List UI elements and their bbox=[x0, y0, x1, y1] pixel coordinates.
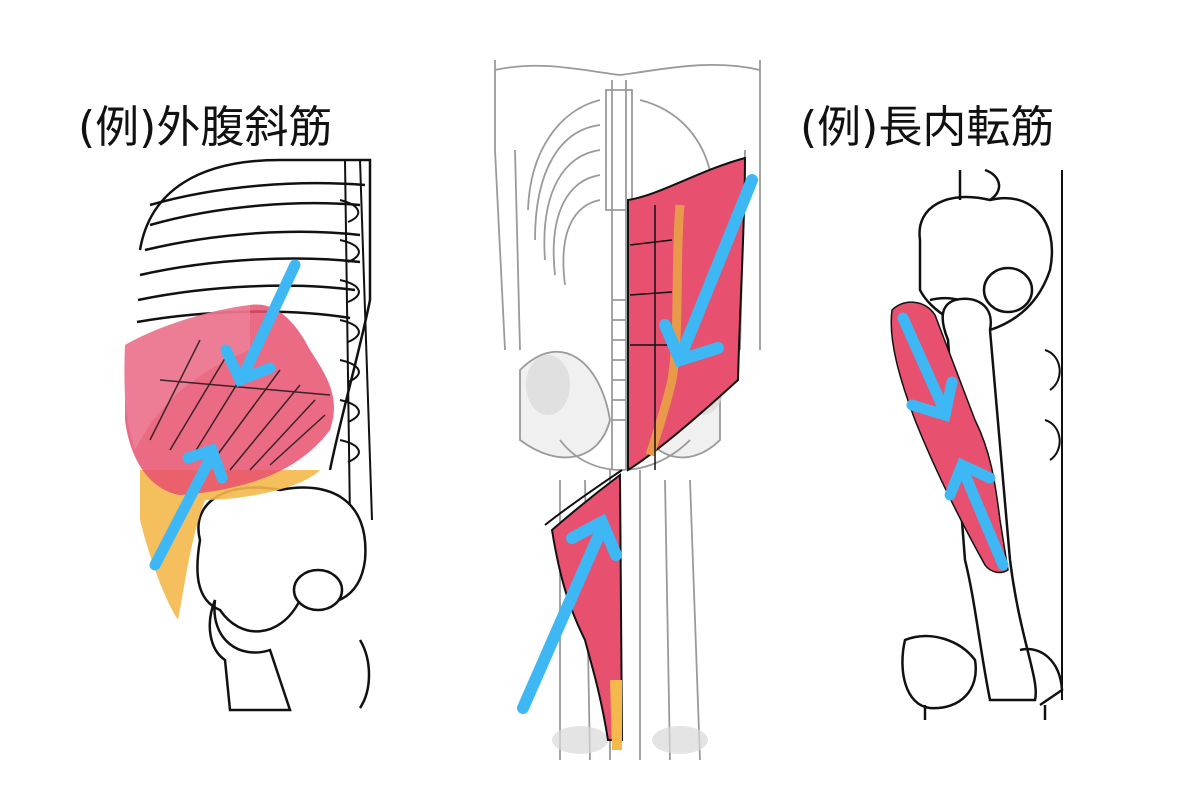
center-arrow-down bbox=[674, 174, 758, 364]
label-adductor-longus: (例)長内転筋 bbox=[800, 102, 1055, 153]
left-arrows bbox=[149, 259, 301, 571]
left-external-oblique bbox=[123, 304, 334, 495]
center-rectus-abdominis bbox=[627, 156, 747, 472]
center-arrow-up bbox=[517, 522, 608, 714]
left-arrow-up bbox=[149, 449, 218, 571]
right-arrow-down bbox=[897, 312, 951, 418]
right-arrows bbox=[897, 312, 1009, 571]
center-arrows bbox=[517, 174, 758, 714]
label-external-oblique: (例)外腹斜筋 bbox=[78, 102, 333, 153]
center-thigh-muscle bbox=[544, 469, 624, 750]
right-arrow-up bbox=[957, 464, 1009, 571]
left-arrow-down bbox=[236, 259, 301, 384]
left-panel-pelvis bbox=[196, 486, 371, 712]
